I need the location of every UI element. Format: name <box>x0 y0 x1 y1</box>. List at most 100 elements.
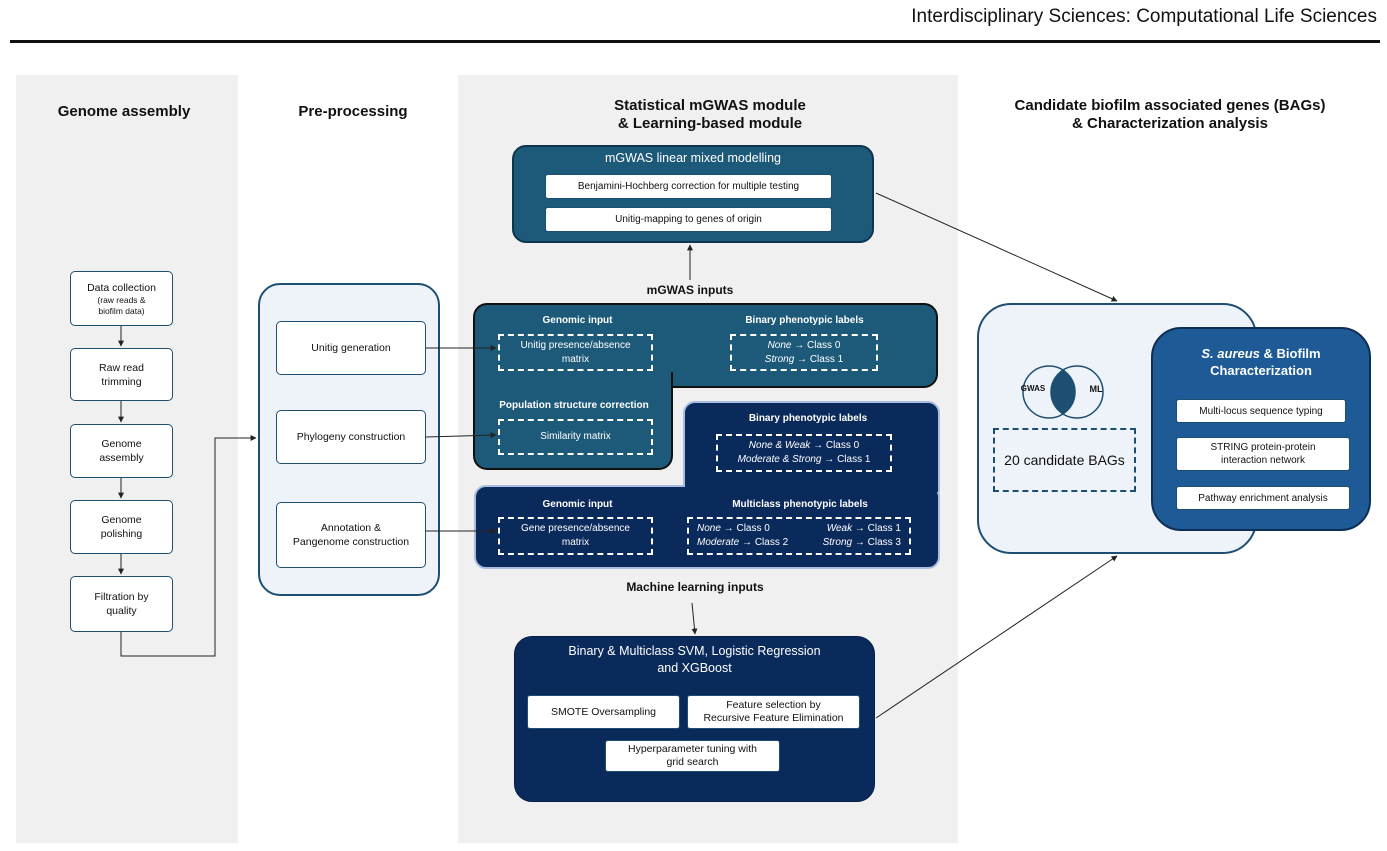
data-collection-label: Data collection <box>87 281 156 294</box>
arrow-ml-candidates <box>875 555 1118 719</box>
gene-matrix: Gene presence/absence matrix <box>498 517 653 555</box>
ml-model-title: Binary & Multiclass SVM, Logistic Regres… <box>514 643 875 677</box>
statistical-title-line1: Statistical mGWAS module <box>614 97 806 114</box>
similarity-matrix: Similarity matrix <box>498 419 653 455</box>
statistical-title-line2: & Learning-based module <box>617 115 803 132</box>
data-collection-sub1: (raw reads & <box>97 294 146 305</box>
hyper-line2: grid search <box>666 756 719 768</box>
filtration-step: Filtration by quality <box>70 576 173 632</box>
benjamini-hochberg-step: Benjamini-Hochberg correction for multip… <box>545 174 832 199</box>
mlst-step: Multi-locus sequence typing <box>1176 399 1346 423</box>
rfe-step: Feature selection by Recursive Feature E… <box>687 695 860 729</box>
gene-matrix-line2: matrix <box>561 537 590 548</box>
mgwas-binary-labels: None → Class 0 Strong → Class 1 <box>730 334 878 371</box>
statistical-title: Statistical mGWAS module & Learning-base… <box>520 97 900 133</box>
ml-binary-labels: None & Weak → Class 0 Moderate & Strong … <box>716 434 892 472</box>
venn-diagram <box>1022 365 1104 419</box>
ml-genomic-input-label: Genomic input <box>542 499 613 510</box>
class0-label: Class 0 <box>807 339 841 351</box>
mc-strong: Strong <box>822 537 853 548</box>
genome-assembly-step: Genome assembly <box>70 424 173 478</box>
mc-c1: Class 1 <box>867 523 901 534</box>
mc-c0: Class 0 <box>736 523 770 534</box>
string-network-step: STRING protein-protein interaction netwo… <box>1176 437 1350 471</box>
arrow-mgwas-candidates <box>875 192 1118 302</box>
mgwas-binary-labels-title: Binary phenotypic labels <box>745 315 864 326</box>
mc-c2: Class 2 <box>754 537 789 548</box>
filtration-label1: Filtration by <box>94 591 149 603</box>
none-weak-label: None & Weak <box>748 440 811 451</box>
ml-model-title-line1: Binary & Multiclass SVM, Logistic Regres… <box>568 644 821 658</box>
population-structure-label: Population structure correction <box>499 400 649 411</box>
mgwas-genomic-input-label: Genomic input <box>542 315 613 326</box>
strong-label: Strong <box>764 353 795 365</box>
unitig-matrix-line1: Unitig presence/absence <box>520 339 631 351</box>
genome-assembly-label2: assembly <box>99 452 144 464</box>
mc-weak: Weak <box>826 523 853 534</box>
ml-model-title-line2: and XGBoost <box>657 661 732 675</box>
filtration-label2: quality <box>106 605 137 617</box>
raw-read-label2: trimming <box>101 375 142 388</box>
multiclass-labels: None → Class 0 Weak → Class 1 Moderate →… <box>687 517 911 555</box>
mc-c3: Class 3 <box>867 537 901 548</box>
candidate-title: Candidate biofilm associated genes (BAGs… <box>960 97 1380 133</box>
pathway-enrichment-step: Pathway enrichment analysis <box>1176 486 1350 510</box>
ml-class1-label: Class 1 <box>837 454 871 465</box>
phylogeny-construction-step: Phylogeny construction <box>276 410 426 464</box>
venn-ml-label: ML <box>1089 384 1103 394</box>
string-line1: STRING protein-protein <box>1210 442 1316 453</box>
arrow-inputs-ml <box>691 602 698 635</box>
journal-title: Interdisciplinary Sciences: Computationa… <box>911 6 1377 27</box>
mgwas-inputs-box <box>473 303 938 388</box>
annotation-pangenome-step: Annotation & Pangenome construction <box>276 502 426 568</box>
annotation-label1: Annotation & <box>320 522 382 534</box>
venn-gwas-label: GWAS <box>1020 384 1046 393</box>
candidate-bags-count: 20 candidate BAGs <box>993 428 1136 492</box>
hyperparameter-step: Hyperparameter tuning with grid search <box>605 740 780 772</box>
ml-class0-label: Class 0 <box>825 440 860 451</box>
genome-assembly-label1: Genome <box>101 438 142 450</box>
characterization-title: S. aureus & Biofilm Characterization <box>1151 345 1371 379</box>
genome-polishing-label2: polishing <box>100 528 143 540</box>
annotation-label2: Pangenome construction <box>292 536 410 548</box>
class1-label: Class 1 <box>809 353 844 365</box>
characterization-italic: S. aureus <box>1201 346 1260 361</box>
smote-step: SMOTE Oversampling <box>527 695 680 729</box>
candidate-title-line1: Candidate biofilm associated genes (BAGs… <box>1014 97 1326 114</box>
raw-read-trimming-step: Raw read trimming <box>70 348 173 401</box>
data-collection-sub2: biofilm data) <box>98 305 145 316</box>
genome-polishing-label1: Genome <box>101 514 142 526</box>
ml-inputs-label: Machine learning inputs <box>626 580 764 594</box>
none-label: None <box>767 339 792 351</box>
characterization-rest: & Biofilm <box>1263 346 1321 361</box>
unitig-generation-step: Unitig generation <box>276 321 426 375</box>
unitig-matrix: Unitig presence/absence matrix <box>498 334 653 371</box>
mgwas-model-title: mGWAS linear mixed modelling <box>605 151 781 165</box>
genome-polishing-step: Genome polishing <box>70 500 173 554</box>
rfe-line2: Recursive Feature Elimination <box>703 712 844 724</box>
unitig-matrix-line2: matrix <box>561 353 590 365</box>
candidate-title-line2: & Characterization analysis <box>1072 115 1268 132</box>
unitig-mapping-step: Unitig-mapping to genes of origin <box>545 207 832 232</box>
ml-binary-labels-title: Binary phenotypic labels <box>748 413 868 424</box>
ml-inputs-box <box>474 485 940 569</box>
arrow-phylogeny-similarity <box>425 432 497 439</box>
ml-inputs-join <box>685 478 938 492</box>
hyper-line1: Hyperparameter tuning with <box>628 743 757 755</box>
string-line2: interaction network <box>1221 455 1305 466</box>
data-collection-step: Data collection (raw reads & biofilm dat… <box>70 271 173 326</box>
rfe-line1: Feature selection by <box>726 699 821 711</box>
genome-assembly-title: Genome assembly <box>57 103 191 120</box>
moderate-strong-label: Moderate & Strong <box>737 454 822 465</box>
characterization-line2: Characterization <box>1210 363 1312 378</box>
header-rule <box>10 40 1380 43</box>
raw-read-label1: Raw read <box>99 361 144 374</box>
mc-moderate: Moderate <box>697 537 740 548</box>
arrow-filtration-preprocessing <box>120 435 257 657</box>
mc-none: None <box>697 523 721 534</box>
mgwas-inputs-label: mGWAS inputs <box>646 283 734 297</box>
preprocessing-title: Pre-processing <box>298 103 408 120</box>
gene-matrix-line1: Gene presence/absence <box>521 523 630 534</box>
multiclass-labels-title: Multiclass phenotypic labels <box>732 499 868 510</box>
